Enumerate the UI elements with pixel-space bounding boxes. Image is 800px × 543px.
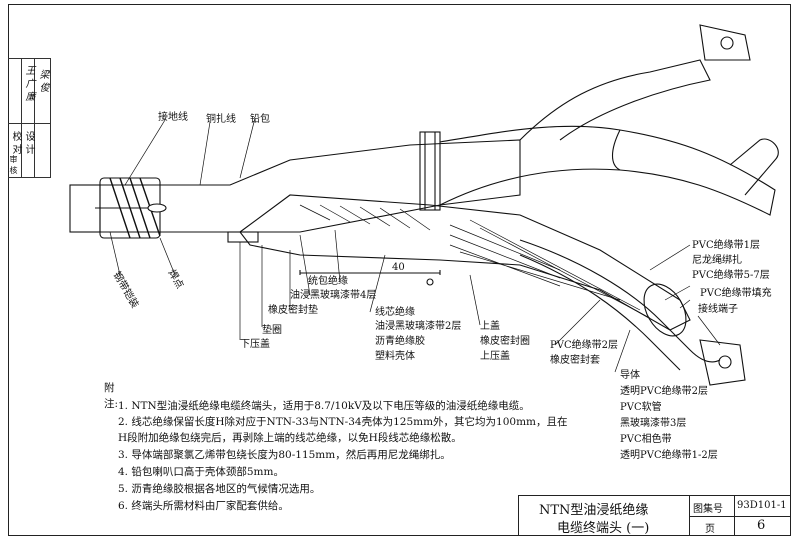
label-black-glass-tape-3: 黑玻璃漆带3层 (620, 418, 687, 429)
page-number: 6 (757, 518, 766, 533)
title-line-1: NTN型油浸纸绝缘 (539, 503, 649, 518)
label-copper-tie: 铜扎线 (206, 114, 236, 125)
note-item: 3. 导体端部聚氯乙烯带包绕长度为80-115mm，然后再用尼龙绳绑扎。 (118, 449, 451, 461)
approval-sidebar: 校对 审核 设计 王广廉 梁俊 (8, 58, 51, 178)
label-clear-pvc-1-2: 透明PVC绝缘带1-2层 (620, 450, 718, 461)
label-pvc-tape-5-7: PVC绝缘带5-7层 (692, 270, 770, 281)
drawing-frame (8, 4, 791, 536)
label-rubber-seal-gasket: 橡皮密封垫 (268, 305, 318, 316)
lower-core-b (519, 254, 681, 371)
upper-core (519, 59, 711, 141)
label-upper-press-cover: 上压盖 (480, 351, 510, 362)
sidebar-signature-2: 梁俊 (37, 69, 48, 95)
page-label: 页 (705, 524, 715, 535)
label-upper-cover: 上盖 (480, 321, 500, 332)
label-pvc-tape-1: PVC绝缘带1层 (692, 240, 760, 251)
lower-ring (643, 283, 687, 337)
label-terminal: 接线端子 (698, 304, 738, 315)
label-clear-pvc-2: 透明PVC绝缘带2层 (620, 386, 708, 397)
label-conductor: 导体 (620, 370, 640, 381)
title-block: NTN型油浸纸绝缘 电缆终端头 (一) 图集号 93D101-1 页 6 (518, 495, 791, 536)
sidebar-label-review: 审核 (9, 155, 18, 177)
note-item: 5. 沥青绝缘胶根据各地区的气候情况选用。 (118, 483, 321, 495)
label-oil-glass-tape-2: 油浸黑玻璃漆带2层 (375, 321, 462, 332)
lead-collar (419, 131, 441, 211)
label-lead-sheath: 铅包 (250, 114, 270, 125)
sidebar-label-design: 设计 (23, 131, 34, 157)
label-oil-glass-tape-4: 油浸黑玻璃漆带4层 (290, 290, 377, 301)
atlas-number: 93D101-1 (737, 500, 787, 511)
note-item: 1. NTN型油浸纸绝缘电缆终端头，适用于8.7/10kV及以下电压等级的油浸纸… (118, 400, 530, 412)
note-item: 6. 终端头所需材料由厂家配套供给。 (118, 500, 289, 512)
label-ground-wire: 接地线 (158, 112, 188, 123)
lower-terminal (699, 339, 746, 386)
label-pvc-filling: PVC绝缘带填充 (700, 288, 772, 299)
dimension-line (299, 270, 441, 275)
label-lower-cover: 下压盖 (240, 339, 270, 350)
sidebar-signature-1: 王广廉 (23, 65, 34, 104)
note-item: 2. 线芯绝缘保留长度H除对应于NTN-33与NTN-34壳体为125mm外，其… (118, 416, 568, 428)
upper-branch (439, 125, 776, 216)
note-item: 4. 铅包喇叭口高于壳体颈部5mm。 (118, 466, 284, 478)
label-rubber-seal-ring: 橡皮密封圈 (480, 336, 530, 347)
cable-outline (70, 139, 521, 233)
notes-title: 附注: (104, 382, 119, 411)
lower-core-a (519, 239, 721, 363)
label-rubber-seal-sleeve: 橡皮密封套 (550, 355, 600, 366)
label-gasket: 垫圈 (262, 325, 282, 336)
label-pvc-phase-tape: PVC相色带 (620, 434, 672, 445)
label-dimension-40: 40 (392, 262, 405, 273)
label-shell-insulation: 统包绝缘 (308, 276, 348, 287)
sidebar-label-proof: 校对 (10, 131, 21, 157)
label-plastic-shell: 塑料壳体 (375, 351, 415, 362)
atlas-label: 图集号 (693, 504, 723, 515)
label-core-insulation: 线芯绝缘 (375, 307, 415, 318)
title-line-2: 电缆终端头 (一) (557, 521, 650, 536)
label-pvc-tape-2: PVC绝缘带2层 (550, 340, 618, 351)
label-nylon-rope: 尼龙绳绑扎 (692, 255, 742, 266)
upper-terminal (699, 24, 751, 61)
label-asphalt-glue: 沥青绝缘胶 (375, 336, 425, 347)
note-item: H段附加绝缘包绕完后，再剥除上端的线芯绝缘，以免H段线芯绝缘松散。 (118, 432, 462, 444)
label-pvc-tube: PVC软管 (620, 402, 662, 413)
lower-cover (227, 231, 259, 243)
plastic-shell (239, 194, 691, 331)
